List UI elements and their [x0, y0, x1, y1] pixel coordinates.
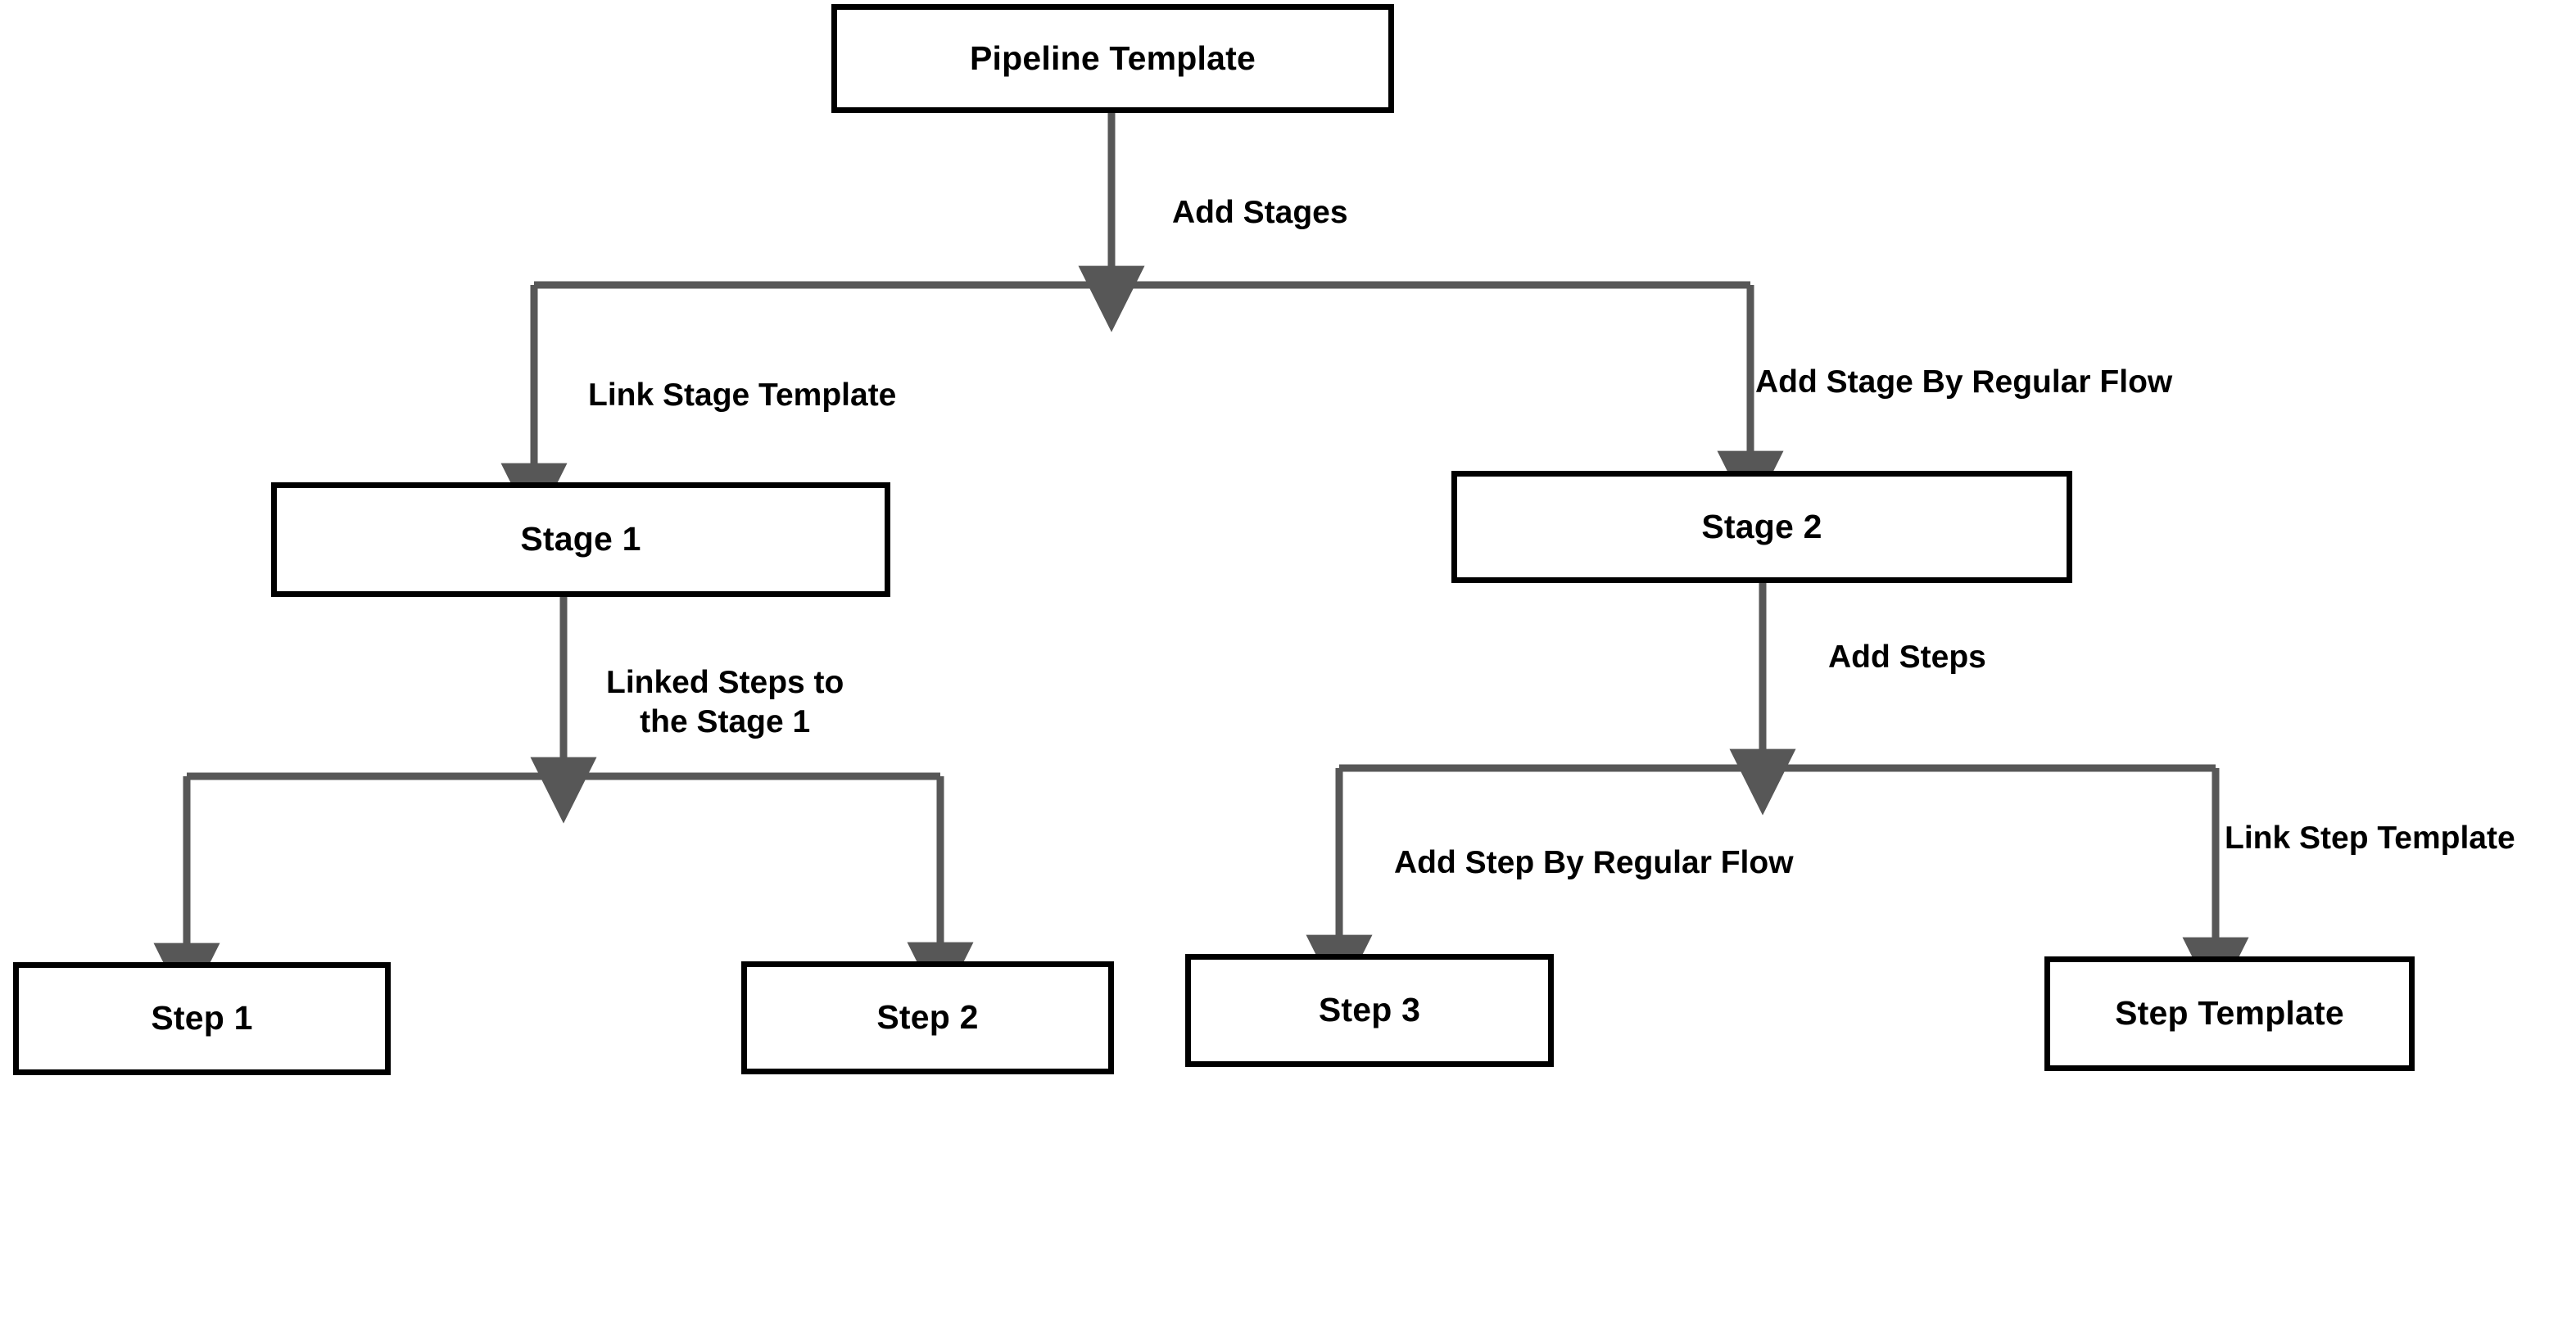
edge-label-link-step-template: Link Step Template [2225, 820, 2515, 856]
node-step-1[interactable]: Step 1 [13, 962, 391, 1075]
node-label-step-2: Step 2 [876, 998, 979, 1037]
edge-label-add-stage-by-regular-flow: Add Stage By Regular Flow [1755, 364, 2173, 400]
edge-label-link-stage-template: Link Stage Template [588, 377, 897, 413]
node-step-2[interactable]: Step 2 [741, 961, 1114, 1074]
node-pipeline-template[interactable]: Pipeline Template [831, 4, 1394, 113]
node-stage-2[interactable]: Stage 2 [1451, 471, 2072, 583]
node-label-stage-2: Stage 2 [1701, 507, 1822, 545]
node-step-3[interactable]: Step 3 [1185, 954, 1554, 1067]
edge-stage-bus [500, 281, 1784, 530]
node-stage-1[interactable]: Stage 1 [271, 482, 890, 597]
edge-step-bus-left [153, 772, 974, 1010]
node-step-template[interactable]: Step Template [2044, 956, 2415, 1071]
node-label-step-3: Step 3 [1318, 991, 1421, 1029]
edge-label-add-step-by-regular-flow: Add Step By Regular Flow [1394, 845, 1794, 880]
edge-label-add-stages: Add Stages [1172, 195, 1348, 230]
node-label-pipeline-template: Pipeline Template [970, 38, 1256, 77]
node-label-stage-1: Stage 1 [520, 520, 641, 558]
edge-step-bus-right [1306, 764, 2249, 1004]
node-label-step-template: Step Template [2115, 994, 2344, 1033]
edge-label-linked-steps-to-the-stage-1: Linked Steps to the Stage 1 [606, 665, 844, 739]
edge-label-add-steps: Add Steps [1828, 640, 1986, 675]
node-label-step-1: Step 1 [151, 999, 253, 1037]
